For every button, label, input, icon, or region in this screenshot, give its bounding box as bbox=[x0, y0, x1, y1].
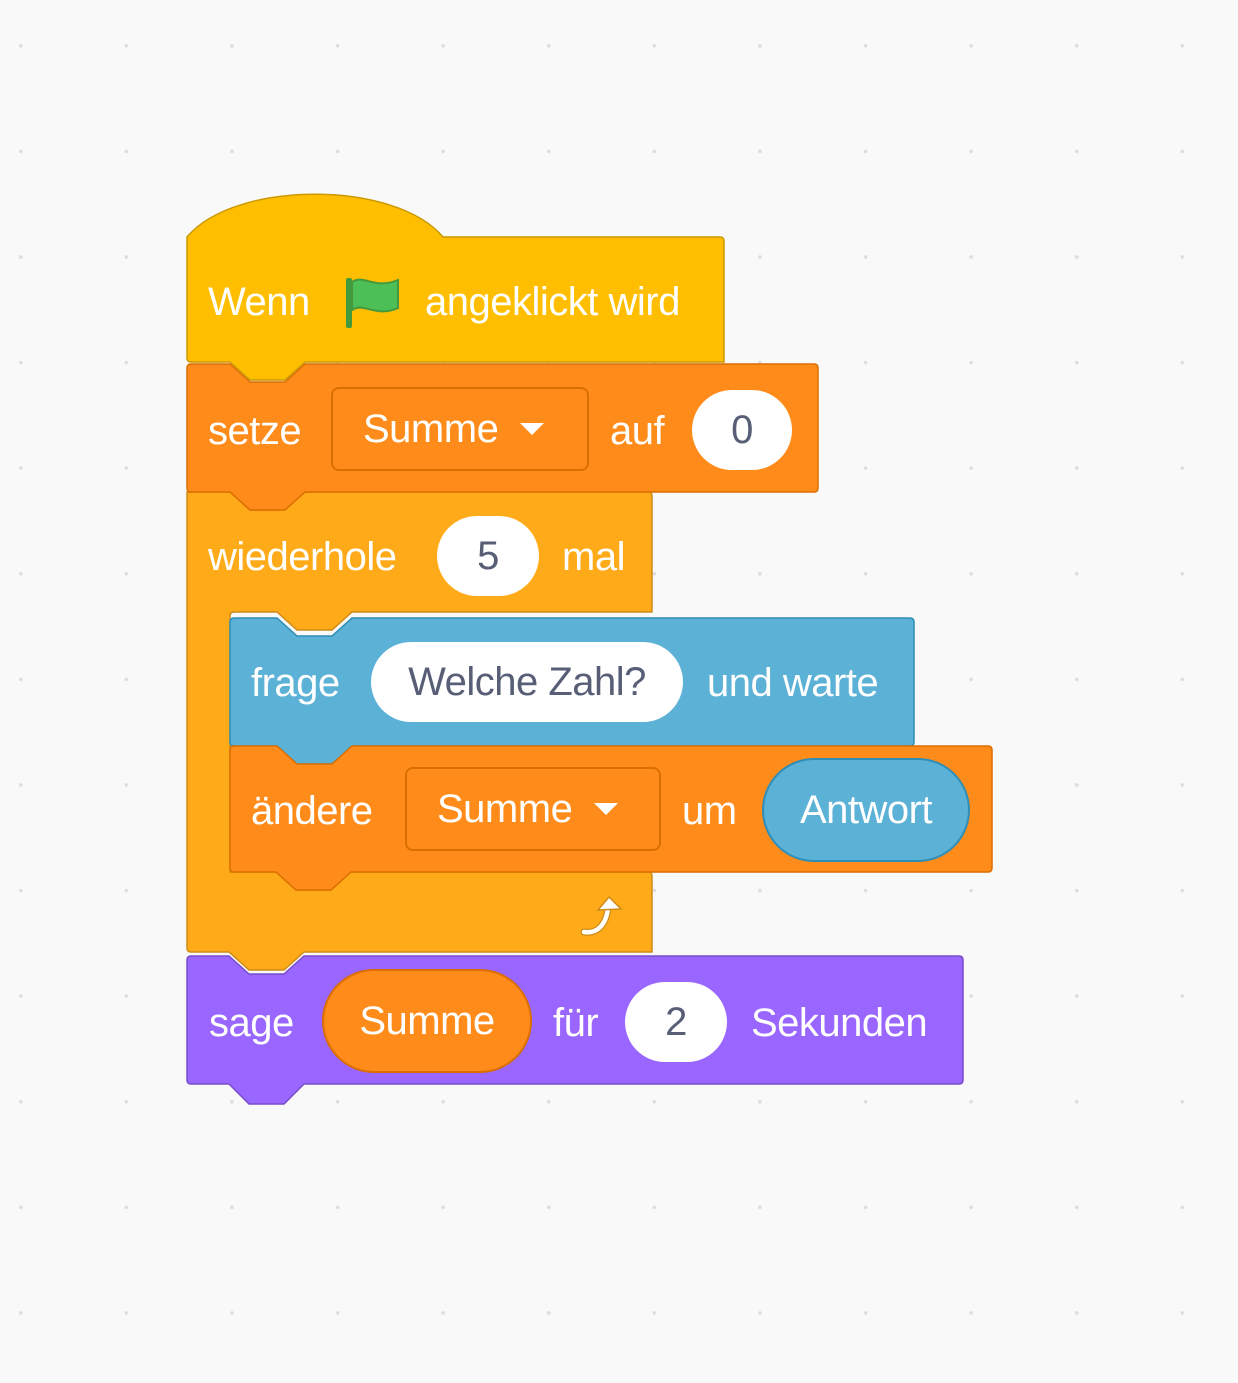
set-variable-name: Summe bbox=[363, 406, 499, 451]
change-label-by: um bbox=[682, 789, 737, 833]
answer-reporter[interactable]: Antwort bbox=[762, 758, 970, 862]
repeat-times-input[interactable]: 5 bbox=[437, 516, 539, 596]
set-label-to: auf bbox=[610, 409, 665, 453]
when-flag-clicked-block[interactable] bbox=[186, 193, 725, 381]
dropdown-caret-icon bbox=[594, 803, 619, 815]
set-label: setze bbox=[208, 409, 302, 453]
say-seconds-input[interactable]: 2 bbox=[625, 982, 727, 1062]
repeat-label: wiederhole bbox=[208, 535, 397, 579]
ask-label: frage bbox=[251, 661, 340, 705]
loop-arrow-icon bbox=[580, 895, 623, 936]
set-variable-dropdown[interactable]: Summe bbox=[331, 387, 589, 471]
say-label-for: für bbox=[553, 1001, 599, 1045]
sum-variable-reporter[interactable]: Summe bbox=[322, 969, 532, 1073]
set-value-input[interactable]: 0 bbox=[692, 390, 792, 470]
dropdown-caret-icon bbox=[520, 423, 545, 435]
say-label: sage bbox=[209, 1001, 294, 1045]
say-label-seconds: Sekunden bbox=[751, 1001, 928, 1045]
hat-label-clicked: angeklickt wird bbox=[425, 280, 680, 324]
repeat-block[interactable] bbox=[186, 491, 653, 971]
change-variable-name: Summe bbox=[437, 786, 573, 831]
change-label: ändere bbox=[251, 789, 373, 833]
hat-label-when: Wenn bbox=[208, 280, 310, 324]
ask-question-input[interactable]: Welche Zahl? bbox=[371, 642, 683, 722]
ask-label-wait: und warte bbox=[707, 661, 879, 705]
repeat-label-times: mal bbox=[562, 535, 625, 579]
green-flag-icon bbox=[346, 278, 399, 328]
change-variable-dropdown[interactable]: Summe bbox=[405, 767, 661, 851]
